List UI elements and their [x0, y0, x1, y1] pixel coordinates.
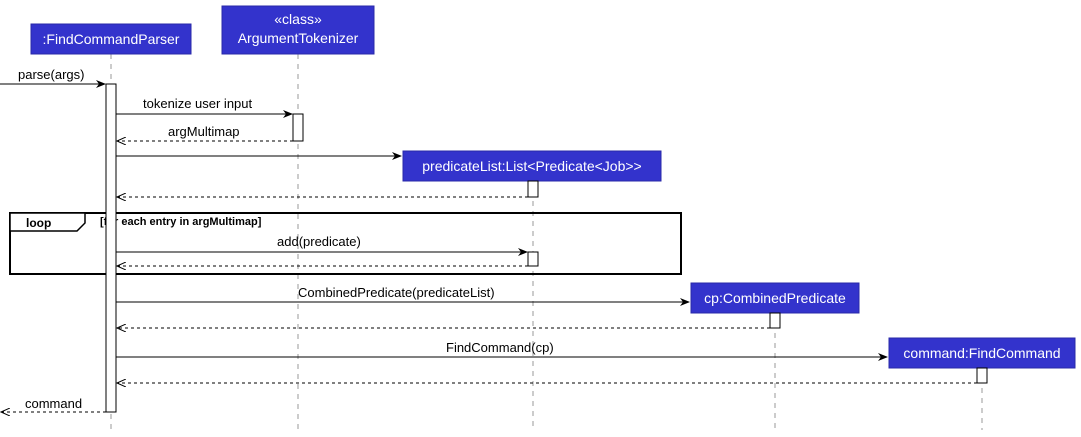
message-label-combined: CombinedPredicate(predicateList): [298, 285, 495, 300]
activation-predicate-list-1: [527, 180, 539, 198]
message-parse: parse(args): [0, 67, 106, 88]
message-create-find-command: FindCommand(cp): [116, 340, 888, 361]
participant-argument-tokenizer: «class» ArgumentTokenizer: [221, 5, 375, 55]
participant-stereotype-tokenizer: «class»: [274, 11, 322, 27]
activation-find-command: [976, 367, 988, 384]
message-add-predicate: add(predicate): [116, 234, 528, 256]
activation-tokenizer: [292, 113, 304, 142]
message-label-find-command: FindCommand(cp): [446, 340, 554, 355]
message-tokenize: tokenize user input: [116, 96, 293, 118]
activation-combined-predicate: [769, 312, 781, 329]
message-label-parse: parse(args): [18, 67, 84, 82]
message-return-arg-multimap: argMultimap: [117, 124, 293, 141]
participant-label-combined-predicate: cp:CombinedPredicate: [704, 290, 846, 306]
participant-label-tokenizer: ArgumentTokenizer: [238, 30, 359, 46]
message-label-add: add(predicate): [277, 234, 361, 249]
participant-label-predicate-list: predicateList:List<Predicate<Job>>: [422, 158, 641, 174]
loop-fragment: loop [for each entry in argMultimap]: [9, 212, 682, 275]
activation-predicate-list-2: [527, 251, 539, 267]
loop-keyword: loop: [26, 216, 51, 230]
participant-label-parser: :FindCommandParser: [43, 31, 180, 47]
message-label-command: command: [25, 396, 82, 411]
participant-label-find-command: command:FindCommand: [903, 345, 1060, 361]
message-label-tokenize: tokenize user input: [143, 96, 253, 111]
participant-combined-predicate: cp:CombinedPredicate: [690, 282, 860, 314]
message-return-command: command: [1, 396, 106, 412]
loop-guard: [for each entry in argMultimap]: [100, 216, 262, 228]
message-label-arg-multimap: argMultimap: [168, 124, 240, 139]
message-create-combined-predicate: CombinedPredicate(predicateList): [116, 285, 690, 306]
participant-find-command-parser: :FindCommandParser: [30, 23, 192, 55]
participant-find-command: command:FindCommand: [888, 337, 1076, 369]
activation-parser: [105, 83, 117, 413]
participant-predicate-list: predicateList:List<Predicate<Job>>: [402, 150, 662, 182]
